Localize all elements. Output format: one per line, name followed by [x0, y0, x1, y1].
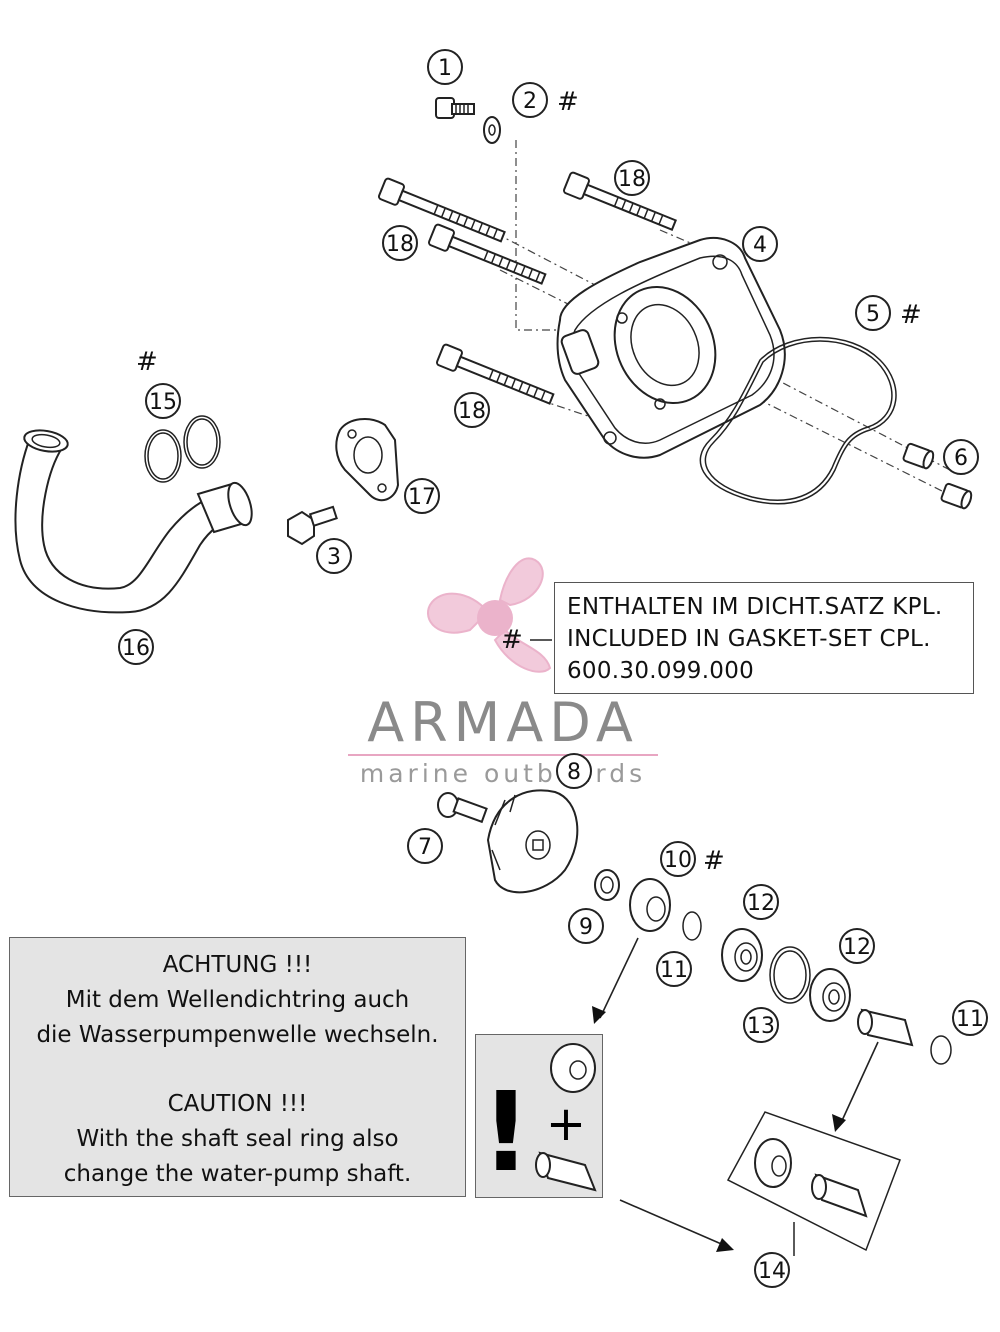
caution-line-en-2: change the water-pump shaft. — [63, 1161, 412, 1187]
watermark-brand: ARMADA — [367, 691, 639, 754]
svg-text:9: 9 — [579, 915, 593, 940]
long-bolts-part-18 — [377, 171, 678, 405]
svg-text:8: 8 — [567, 760, 581, 785]
svg-text:16: 16 — [122, 636, 150, 661]
gasket-note-line-en: INCLUDED IN GASKET-SET CPL. — [567, 626, 931, 652]
svg-text:18: 18 — [386, 232, 414, 257]
pump-shaft — [857, 1008, 914, 1047]
callout-18b: 18 — [382, 225, 418, 261]
callout-1: 1 — [427, 49, 463, 85]
gasket-note-hash: # — [501, 625, 523, 655]
callout-18c: 18 — [454, 392, 490, 428]
callout-10: 10 # — [660, 841, 725, 877]
svg-text:2: 2 — [523, 89, 537, 114]
circlips-part-11 — [682, 911, 952, 1065]
caution-line-en-1: With the shaft seal ring also — [76, 1126, 399, 1152]
caution-note: ACHTUNG !!! Mit dem Wellendichtring auch… — [9, 937, 466, 1197]
callout-8: 8 — [556, 753, 592, 789]
svg-text:5: 5 — [866, 302, 880, 327]
svg-text:3: 3 — [327, 545, 341, 570]
svg-text:14: 14 — [758, 1259, 786, 1284]
flange-gasket-part-17 — [335, 418, 400, 502]
screw-part-7 — [437, 792, 488, 824]
repair-kit-part-14 — [726, 1111, 901, 1252]
callout-12b: 12 — [839, 928, 875, 964]
caution-title-en: CAUTION !!! — [167, 1091, 308, 1117]
shaft-seal-part-10 — [629, 878, 671, 932]
screw-part-3 — [287, 505, 338, 546]
svg-text:#: # — [900, 300, 922, 330]
callout-3: 3 — [316, 538, 352, 574]
callout-17: 17 — [404, 478, 440, 514]
washer-part-2 — [483, 116, 501, 144]
callout-14: 14 — [754, 1252, 790, 1288]
svg-text:10: 10 — [664, 848, 692, 873]
svg-text:4: 4 — [753, 233, 767, 258]
shim-part-9 — [594, 869, 620, 901]
svg-text:18: 18 — [618, 167, 646, 192]
callout-16: 16 — [118, 629, 154, 665]
dowel-pins-part-6 — [902, 442, 973, 510]
bearings-part-12 — [721, 928, 851, 1022]
retaining-ring-part-13 — [769, 946, 811, 1004]
callout-15: #15 — [136, 347, 181, 419]
watermark-propeller-icon — [427, 557, 552, 673]
watermark-underline — [348, 754, 658, 756]
caution-title-de: ACHTUNG !!! — [162, 952, 313, 978]
o-rings-part-15 — [144, 415, 221, 483]
svg-text:11: 11 — [660, 958, 688, 983]
watermark: ARMADA marine outboards — [348, 692, 658, 792]
callout-13: 13 — [743, 1007, 779, 1043]
water-pipe-part-16 — [14, 429, 253, 614]
callout-12a: 12 — [743, 884, 779, 920]
callout-5: 5# — [855, 295, 922, 331]
pump-cover-part-4 — [556, 237, 786, 459]
impeller-part-8 — [486, 789, 579, 894]
svg-text:7: 7 — [418, 835, 432, 860]
svg-text:13: 13 — [747, 1014, 775, 1039]
svg-text:#: # — [557, 87, 579, 117]
callout-11a: 11 — [656, 951, 692, 987]
caution-line-de-2: die Wasserpumpenwelle wechseln. — [36, 1022, 439, 1048]
callout-11b: 11 — [952, 1000, 988, 1036]
svg-text:#: # — [703, 846, 725, 876]
svg-text:#: # — [136, 347, 158, 377]
svg-text:18: 18 — [458, 399, 486, 424]
caution-line-de-1: Mit dem Wellendichtring auch — [65, 987, 410, 1013]
callout-9: 9 — [568, 908, 604, 944]
svg-text:11: 11 — [956, 1007, 984, 1032]
svg-text:17: 17 — [408, 485, 436, 510]
callout-4: 4 — [742, 226, 778, 262]
svg-text:6: 6 — [954, 446, 968, 471]
assembly-axis-lines — [479, 140, 961, 501]
gasket-ring-part-5 — [699, 336, 897, 505]
bolt-part-1 — [435, 97, 475, 119]
callout-7: 7 — [407, 828, 443, 864]
gasket-set-note: ENTHALTEN IM DICHT.SATZ KPL. INCLUDED IN… — [554, 582, 974, 694]
callout-18a: 18 — [614, 160, 650, 196]
watermark-tagline: marine outboards — [359, 759, 647, 788]
svg-text:#: # — [501, 625, 523, 655]
warning-kit-box — [475, 1034, 603, 1198]
svg-text:1: 1 — [438, 56, 452, 81]
callout-6: 6 — [943, 439, 979, 475]
svg-text:15: 15 — [149, 390, 177, 415]
svg-text:12: 12 — [843, 935, 871, 960]
gasket-note-line-de: ENTHALTEN IM DICHT.SATZ KPL. — [567, 594, 943, 620]
gasket-note-part-number: 600.30.099.000 — [567, 658, 755, 684]
callout-2: 2# — [512, 82, 579, 118]
svg-text:12: 12 — [747, 891, 775, 916]
